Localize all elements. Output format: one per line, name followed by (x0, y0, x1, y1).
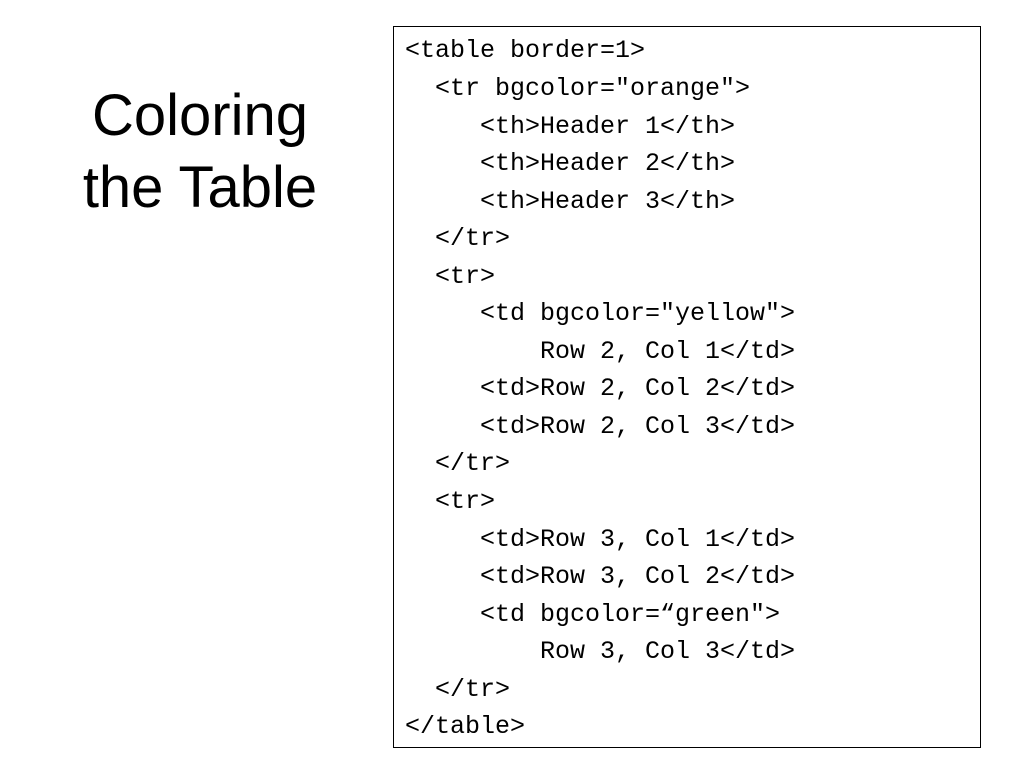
code-line: <th>Header 3</th> (405, 187, 736, 216)
code-line: </tr> (405, 449, 511, 478)
code-line: <th>Header 1</th> (405, 112, 736, 141)
code-line: <td>Row 2, Col 2</td> (405, 374, 796, 403)
code-line: <td>Row 3, Col 1</td> (405, 525, 796, 554)
slide-title: Coloring the Table (40, 80, 360, 224)
code-line: <th>Header 2</th> (405, 149, 736, 178)
slide-title-line-2: the Table (82, 155, 318, 220)
code-line: <td>Row 2, Col 3</td> (405, 412, 796, 441)
code-line: <td bgcolor="yellow"> (405, 299, 796, 328)
code-line: <tr bgcolor="orange"> (405, 74, 751, 103)
code-line: </table> (405, 712, 526, 741)
slide-title-line-1: Coloring (92, 83, 308, 148)
code-line: <tr> (405, 262, 496, 291)
code-line: <td>Row 3, Col 2</td> (405, 562, 796, 591)
code-line: <table border=1> (405, 36, 646, 65)
code-line: </tr> (405, 675, 511, 704)
code-listing-box: <table border=1> <tr bgcolor="orange"> <… (393, 26, 981, 748)
code-line: <tr> (405, 487, 496, 516)
code-line: <td bgcolor=“green"> (405, 600, 781, 629)
code-line: </tr> (405, 224, 511, 253)
code-line: Row 2, Col 1</td> (405, 337, 796, 366)
code-line: Row 3, Col 3</td> (405, 637, 796, 666)
